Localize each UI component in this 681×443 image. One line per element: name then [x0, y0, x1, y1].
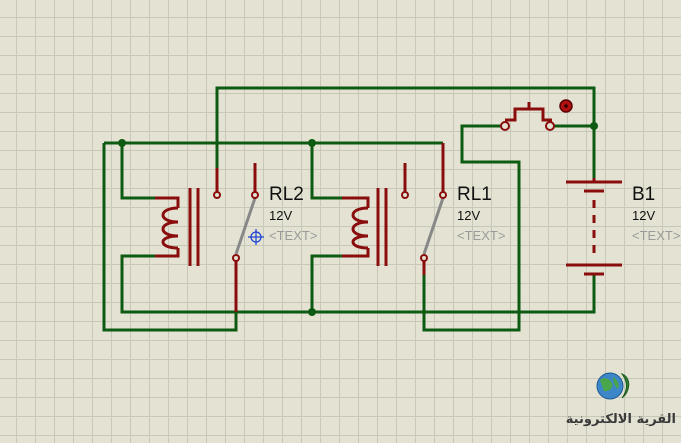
junction-dot[interactable]	[590, 122, 598, 130]
junctions	[118, 122, 598, 316]
rl1-contact[interactable]	[439, 191, 447, 199]
button-indicator-center	[564, 104, 568, 108]
battery-b1[interactable]: B1 12V <TEXT>	[566, 178, 680, 276]
rl2-coil-winding	[161, 206, 179, 250]
rl2-switch-arm	[234, 197, 257, 255]
rl1-coil-lead	[342, 196, 370, 258]
rl2-contact[interactable]	[213, 191, 221, 199]
junction-dot[interactable]	[118, 139, 126, 147]
rl1-contact[interactable]	[401, 191, 409, 199]
rl1-switch-arm	[422, 197, 445, 255]
rl2-contact[interactable]	[232, 254, 240, 262]
rl1-contact[interactable]	[420, 254, 428, 262]
b1-label: B1	[632, 184, 655, 205]
relay-rl1[interactable]: RL1 12V <TEXT>	[342, 143, 505, 275]
push-button[interactable]	[500, 99, 573, 131]
rl1-coil-winding	[351, 206, 369, 250]
button-contact[interactable]	[500, 121, 510, 131]
relay-rl2[interactable]: RL2 12V <TEXT>	[155, 163, 317, 312]
button-actuator	[505, 107, 552, 122]
rl2-text-placeholder: <TEXT>	[269, 228, 317, 243]
rl2-value: 12V	[269, 208, 292, 223]
wire-battery-top[interactable]	[549, 124, 596, 178]
rl2-contact[interactable]	[251, 191, 259, 199]
junction-dot[interactable]	[308, 139, 316, 147]
wire-rl2-coil-bottom[interactable]	[120, 254, 312, 314]
watermark-text: القرية الالكترونية	[566, 412, 676, 427]
b1-value: 12V	[632, 208, 655, 223]
rl2-coil-lead	[155, 196, 180, 258]
crosshair-cursor-icon	[248, 229, 264, 245]
wire-main-frame[interactable]	[102, 141, 443, 332]
wire-rl1-coil-bottom[interactable]	[310, 254, 596, 314]
junction-dot[interactable]	[308, 308, 316, 316]
rl1-label: RL1	[457, 184, 492, 205]
b1-text-placeholder: <TEXT>	[632, 228, 680, 243]
rl1-text-placeholder: <TEXT>	[457, 228, 505, 243]
wire-rl2-coil-top[interactable]	[120, 143, 155, 200]
watermark-logo: القرية الالكترونية	[566, 372, 676, 427]
wire-rl1-com[interactable]	[422, 124, 521, 332]
rl1-value: 12V	[457, 208, 480, 223]
button-contact[interactable]	[545, 121, 555, 131]
wire-rl1-coil-top[interactable]	[310, 143, 342, 200]
wire-top-loop[interactable]	[215, 86, 596, 168]
rl2-label: RL2	[269, 184, 304, 205]
